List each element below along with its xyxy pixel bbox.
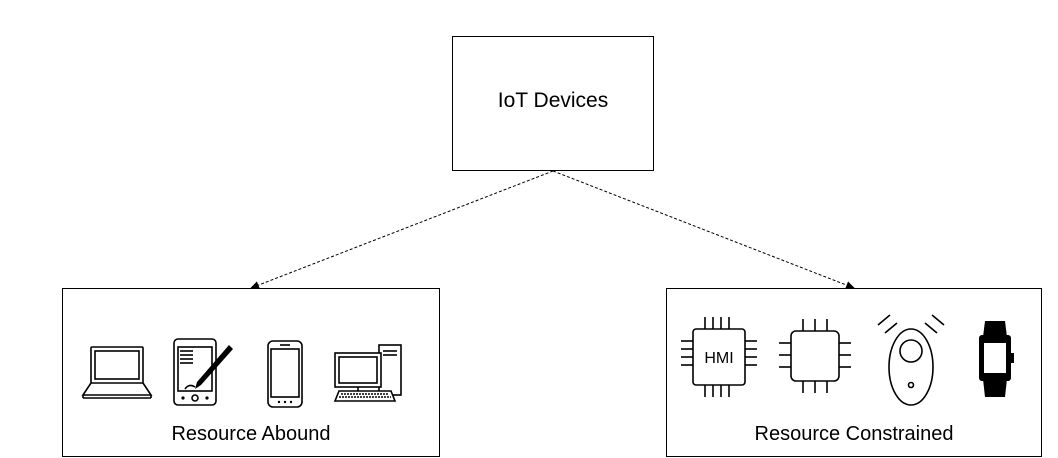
hmi-chip-label: HMI — [704, 350, 733, 367]
microchip-icon — [779, 319, 851, 393]
iot-devices-label: IoT Devices — [497, 88, 609, 112]
hmi-chip-icon: HMI — [681, 317, 757, 397]
resource-abound-node: Resource Abound — [62, 288, 440, 457]
smartwatch-icon — [979, 321, 1014, 397]
wireless-sensor-tag-icon — [877, 314, 945, 406]
resource-constrained-label: Resource Constrained — [754, 423, 954, 445]
desktop-computer-icon — [333, 344, 402, 402]
edge-to-resource-constrained — [552, 170, 855, 289]
resource-abound-label: Resource Abound — [171, 423, 331, 445]
smartphone-icon — [267, 340, 303, 408]
laptop-icon — [81, 346, 153, 399]
tablet-with-stylus-icon — [173, 338, 233, 406]
resource-constrained-node: HMI — [666, 288, 1042, 457]
iot-devices-node: IoT Devices — [452, 36, 654, 171]
edge-to-resource-abound — [250, 170, 554, 289]
